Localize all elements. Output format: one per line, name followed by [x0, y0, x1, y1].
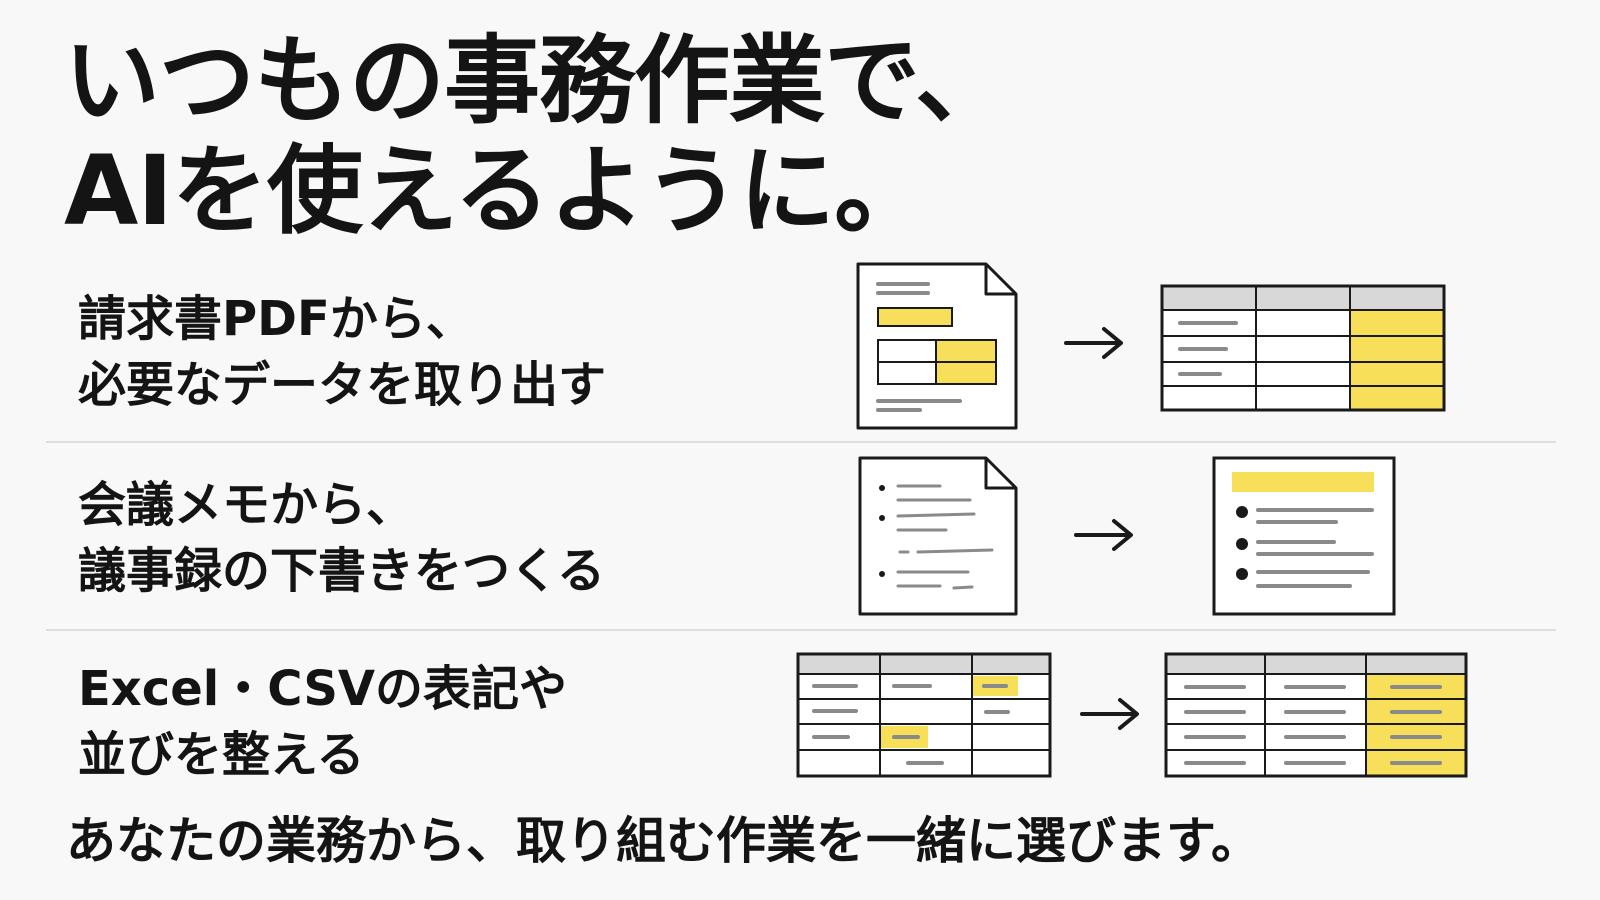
arrow-right-icon	[1064, 327, 1123, 359]
footer-message: あなたの業務から、取り組む作業を一緒に選びます。	[66, 812, 1261, 870]
arrow-right-icon	[1074, 519, 1133, 551]
use-case-minutes-text: 会議メモから、 議事録の下書きをつくる	[78, 472, 605, 604]
use-case-minutes-line-1: 会議メモから、	[78, 477, 415, 533]
minutes-icon	[1212, 456, 1396, 616]
use-case-invoice-text: 請求書PDFから、 必要なデータを取り出す	[78, 286, 606, 418]
use-case-excel-line-2: 並びを整える	[78, 727, 365, 783]
use-case-invoice-line-2: 必要なデータを取り出す	[78, 357, 607, 413]
divider	[46, 629, 1556, 631]
memo-icon	[858, 456, 1018, 616]
spreadsheet-icon	[1164, 652, 1468, 778]
headline: いつもの事務作業で、 AIを使えるように。	[64, 26, 1364, 246]
use-case-excel-line-1: Excel・CSVの表記や	[78, 661, 568, 717]
spreadsheet-icon	[796, 652, 1052, 778]
use-case-minutes-line-2: 議事録の下書きをつくる	[78, 543, 606, 599]
document-icon	[856, 262, 1018, 430]
use-case-excel-text: Excel・CSVの表記や 並びを整える	[78, 656, 567, 788]
headline-line-2: AIを使えるように。	[64, 135, 930, 247]
use-case-invoice-line-1: 請求書PDFから、	[78, 291, 474, 347]
divider	[46, 441, 1556, 443]
spreadsheet-icon	[1160, 284, 1446, 412]
headline-line-1: いつもの事務作業で、	[64, 25, 1011, 137]
arrow-right-icon	[1080, 698, 1139, 730]
